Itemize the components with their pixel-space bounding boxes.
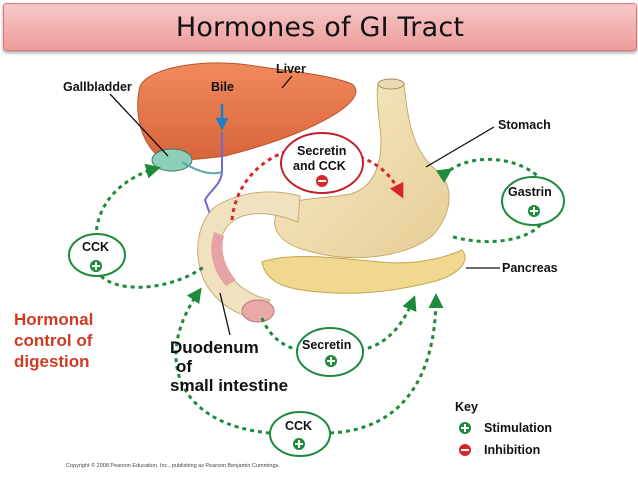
key-stimulation: Stimulation — [484, 421, 552, 435]
bile-duct — [203, 132, 223, 221]
hormone-cck-bottom: CCK — [269, 411, 331, 457]
title-bar: Hormones of GI Tract — [3, 3, 637, 51]
label-secretin: Secretin — [302, 338, 351, 352]
esophagus-opening — [377, 78, 405, 90]
label-pancreas: Pancreas — [502, 261, 558, 275]
cck-bottom-loop-right — [329, 293, 444, 435]
label-gallbladder: Gallbladder — [63, 80, 132, 94]
side-label-line1: Hormonal — [14, 310, 93, 329]
cck-bottom-loop-left — [174, 287, 271, 435]
copyright-text: Copyright © 2008 Pearson Education, Inc.… — [66, 462, 280, 469]
label-liver: Liver — [276, 62, 306, 76]
side-label-line2: control of — [14, 331, 93, 350]
label-duodenum: Duodenum — [170, 338, 259, 357]
duodenum-opening — [241, 299, 275, 323]
label-duodenum-of: of — [176, 357, 192, 376]
duodenum-interior — [211, 232, 236, 286]
hormone-cck-left: CCK — [68, 233, 126, 277]
side-label-line3: digestion — [14, 352, 90, 371]
pointer-liver — [281, 75, 293, 89]
label-small-intestine: small intestine — [170, 376, 288, 395]
page-title: Hormones of GI Tract — [175, 11, 465, 43]
gastrin-loop-upper — [435, 157, 547, 186]
key-title: Key — [455, 400, 478, 414]
pointer-gallbladder — [109, 93, 169, 157]
label-secretin-cck-1: Secretin — [297, 144, 346, 158]
key-inhibition: Inhibition — [484, 443, 540, 457]
pointer-stomach — [425, 126, 495, 168]
cystic-duct — [181, 161, 223, 175]
gastrin-loop-lower — [449, 217, 547, 243]
pancreas-shape — [261, 249, 466, 294]
label-gastrin: Gastrin — [508, 185, 552, 199]
label-cck-bottom: CCK — [285, 419, 312, 433]
label-cck-left: CCK — [82, 240, 109, 254]
label-secretin-cck-2: and CCK — [293, 159, 346, 173]
hormone-secretin-cck: Secretin and CCK — [280, 132, 364, 194]
key-legend: Key Stimulation Inhibition — [455, 400, 552, 457]
hormone-gastrin: Gastrin — [501, 176, 565, 226]
gallbladder-shape — [151, 148, 193, 172]
label-stomach: Stomach — [498, 118, 551, 132]
cck-left-loop-lower — [94, 264, 206, 289]
inhibition-path — [230, 145, 404, 221]
cck-left-loop-upper — [94, 163, 161, 239]
hormone-secretin: Secretin — [296, 327, 364, 377]
pointer-duodenum — [219, 292, 231, 336]
label-bile: Bile — [211, 80, 234, 94]
